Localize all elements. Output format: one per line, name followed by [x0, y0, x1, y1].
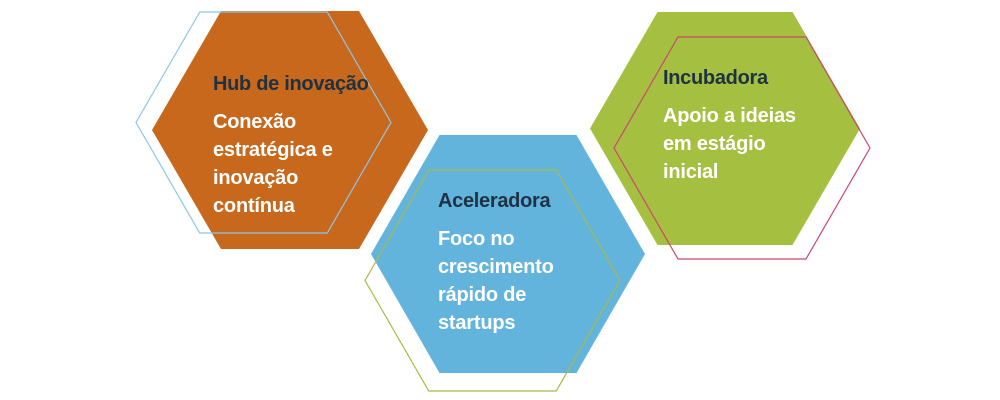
- hexagon-body: Foco no crescimento rápido de startups: [438, 228, 554, 334]
- hexagon-body: Conexão estratégica e inovação contínua: [213, 111, 333, 217]
- hexagon-outline: [365, 170, 620, 391]
- hexagon-outline: [614, 37, 870, 259]
- hexagon-fill: [152, 11, 428, 249]
- hexagon-title: Hub de inovação: [213, 73, 369, 95]
- hexagon-body: Apoio a ideias em estágio inicial: [663, 105, 796, 183]
- hexagon-outline: [136, 12, 391, 233]
- hexagon-title: Incubadora: [663, 67, 768, 89]
- hexagon-title: Aceleradora: [438, 190, 551, 212]
